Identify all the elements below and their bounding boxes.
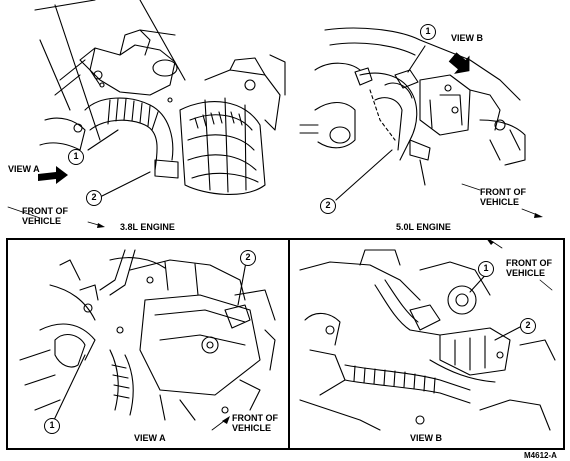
engine-caption-3-8l: 3.8L ENGINE — [120, 222, 175, 232]
callout-2: 2 — [240, 250, 256, 266]
engine-5-0l-illustration — [299, 27, 526, 186]
leader-line — [237, 261, 247, 306]
view-b-illustration — [299, 249, 556, 431]
front-of-vehicle-label-line2: VEHICLE — [22, 216, 62, 226]
view-a-label: VIEW A — [8, 164, 40, 174]
front-direction-line — [7, 206, 41, 219]
leader-line — [407, 45, 426, 73]
leader-line — [101, 171, 151, 197]
front-of-vehicle-label-line2: VEHICLE — [480, 197, 520, 207]
callout-1: 1 — [44, 418, 60, 434]
engine-caption-5-0l: 5.0L ENGINE — [396, 222, 451, 232]
view-a-arrow-icon — [38, 166, 68, 184]
leader-line — [335, 149, 393, 201]
callout-1: 1 — [420, 24, 436, 40]
callout-2: 2 — [320, 198, 336, 214]
figure-id: M4612-A — [524, 451, 557, 460]
view-b-label: VIEW B — [451, 33, 484, 43]
view-b-panel — [288, 238, 565, 450]
front-of-vehicle-label-line1: FRONT OF — [506, 258, 552, 268]
view-b-arrow-icon — [448, 52, 470, 74]
front-arrow-icon — [97, 223, 105, 228]
front-of-vehicle-label-line1: FRONT OF — [480, 187, 526, 197]
engine-3-8l-illustration — [34, 0, 286, 195]
leader-line — [494, 326, 521, 341]
leader-line — [87, 129, 119, 151]
view-a-caption: VIEW A — [134, 433, 166, 443]
front-of-vehicle-label-line1: FRONT OF — [232, 413, 278, 423]
front-of-vehicle-label-line2: VEHICLE — [506, 268, 546, 278]
callout-2: 2 — [86, 190, 102, 206]
callout-1: 1 — [478, 261, 494, 277]
front-arrow-icon — [222, 416, 230, 424]
view-a-illustration — [19, 249, 276, 421]
callout-1: 1 — [68, 149, 84, 165]
front-of-vehicle-label-line1: FRONT OF — [22, 206, 68, 216]
leader-line — [53, 354, 86, 421]
front-arrow-icon — [534, 213, 543, 218]
front-of-vehicle-label-line2: VEHICLE — [232, 423, 272, 433]
view-b-caption: VIEW B — [410, 433, 443, 443]
callout-2: 2 — [520, 318, 536, 334]
